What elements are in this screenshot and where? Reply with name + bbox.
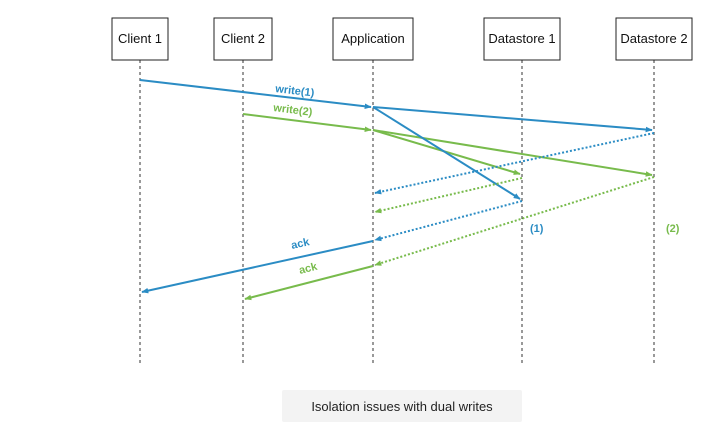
participant-application: Application [332, 17, 414, 61]
label-datastore2-value: (2) [666, 223, 680, 235]
participant-label: Client 2 [221, 31, 265, 46]
participant-label: Application [341, 31, 405, 46]
label-write2: write(2) [272, 102, 314, 119]
response-datastore2-to-app-green [374, 176, 655, 266]
arrow-write1-app-to-datastore2 [372, 106, 653, 133]
response-datastore1-to-app-blue [374, 200, 523, 242]
participant-datastore1: Datastore 1 [483, 17, 561, 61]
arrow-write2-app-to-datastore2 [372, 129, 653, 177]
response-datastore2-to-app-blue [374, 132, 655, 195]
label-datastore1-value: (1) [530, 223, 544, 235]
label-write1: write(1) [274, 83, 316, 100]
arrow-ack-app-to-client2 [244, 265, 374, 301]
arrow-ack-app-to-client1 [141, 240, 374, 294]
arrow-write1-app-to-datastore1 [372, 106, 521, 200]
label-ack-blue: ack [290, 236, 311, 252]
response-datastore1-to-app-green [374, 177, 523, 214]
participant-datastore2: Datastore 2 [615, 17, 693, 61]
label-ack-green: ack [298, 260, 320, 276]
participant-label: Client 1 [118, 31, 162, 46]
participant-label: Datastore 2 [620, 31, 687, 46]
figure-caption: Isolation issues with dual writes [282, 390, 522, 422]
arrow-write1-client1-to-app [139, 79, 372, 110]
participant-client1: Client 1 [111, 17, 169, 61]
arrow-write2-client2-to-app [242, 113, 372, 132]
participant-client2: Client 2 [213, 17, 273, 61]
lifelines [139, 60, 655, 365]
participant-label: Datastore 1 [488, 31, 555, 46]
